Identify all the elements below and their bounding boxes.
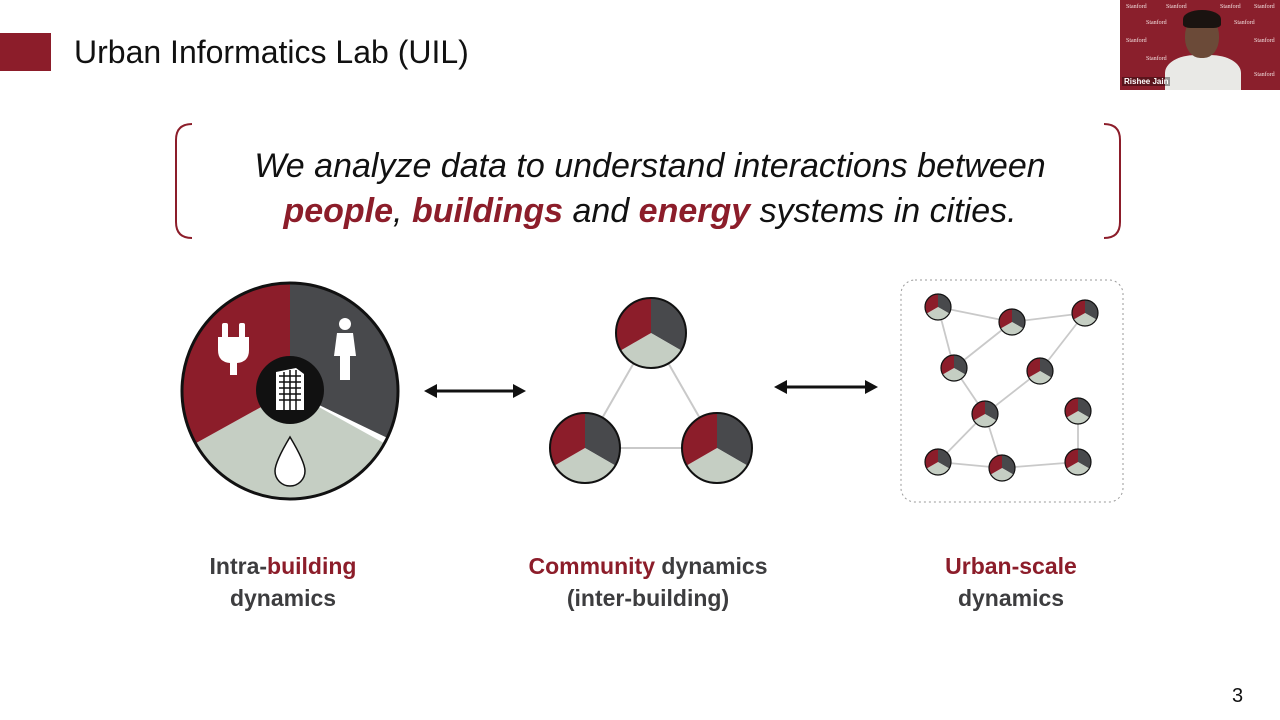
urban-node [924,293,952,321]
urban-node [1026,357,1054,385]
caption-community-line-1: Community dynamics [498,550,798,582]
webcam-bg-logo: Stanford [1254,38,1275,44]
webcam-bg-logo: Stanford [1254,4,1275,10]
webcam-bg-logo: Stanford [1126,4,1147,10]
quote-comma: , [393,192,412,230]
urban-node [971,400,999,428]
double-arrow-icon [424,384,526,398]
community-node [681,412,753,484]
webcam-bg-logo: Stanford [1220,4,1241,10]
community-node [549,412,621,484]
slide-title: Urban Informatics Lab (UIL) [74,34,469,70]
quote-buildings: buildings [411,192,564,230]
water-drop-icon [274,435,306,487]
left-brace [175,123,193,239]
webcam-bg-logo: Stanford [1234,20,1255,26]
double-arrow-icon [774,380,878,394]
webcam-video[interactable]: Stanford Stanford Stanford Stanford Stan… [1120,0,1280,90]
community-node [615,297,687,369]
urban-node [1064,397,1092,425]
mission-quote: We analyze data to understand interactio… [180,144,1120,234]
title-accent-bar [0,33,51,71]
quote-line-1: We analyze data to understand interactio… [254,147,1046,185]
urban-node [924,448,952,476]
plug-icon [218,323,249,375]
quote-rest: systems in cities. [750,192,1017,230]
urban-node [940,354,968,382]
webcam-bg-logo: Stanford [1254,72,1275,78]
urban-network [900,279,1124,503]
urban-node [988,454,1016,482]
quote-line-2: people, buildings and energy systems in … [180,189,1120,234]
caption-community-highlight: Community [528,553,656,579]
caption-intra-line-1: Intra-building [170,550,396,582]
caption-community-suffix: dynamics [655,553,768,579]
page-number: 3 [1232,685,1244,707]
webcam-bg-logo: Stanford [1146,56,1167,62]
caption-intra-highlight: building [267,553,357,579]
quote-energy: energy [638,192,751,230]
webcam-person-body [1165,55,1241,90]
community-network [549,297,753,484]
caption-intra-line-2: dynamics [229,585,337,611]
building-icon [256,356,324,424]
webcam-name-label: Rishee Jain [1122,77,1171,86]
caption-urban-line-2: dynamics [957,585,1065,611]
right-brace [1103,123,1121,239]
caption-community-line-2: (inter-building) [566,585,730,611]
quote-and: and [563,192,639,230]
caption-community: Community dynamics (inter-building) [498,550,798,614]
webcam-person-hair [1183,10,1221,28]
urban-node [1064,448,1092,476]
webcam-bg-logo: Stanford [1146,20,1167,26]
caption-urban-line-1: Urban-scale [945,553,1077,579]
urban-node [1071,299,1099,327]
dynamics-diagram [180,279,1124,503]
caption-urban-scale: Urban-scale dynamics [898,550,1124,614]
quote-people: people [283,192,394,230]
webcam-bg-logo: Stanford [1166,4,1187,10]
urban-node [998,308,1026,336]
caption-intra-prefix: Intra- [209,553,268,579]
webcam-bg-logo: Stanford [1126,38,1147,44]
person-icon [334,318,356,380]
quote-brackets [175,123,1121,239]
caption-intra-building: Intra-building dynamics [170,550,396,614]
